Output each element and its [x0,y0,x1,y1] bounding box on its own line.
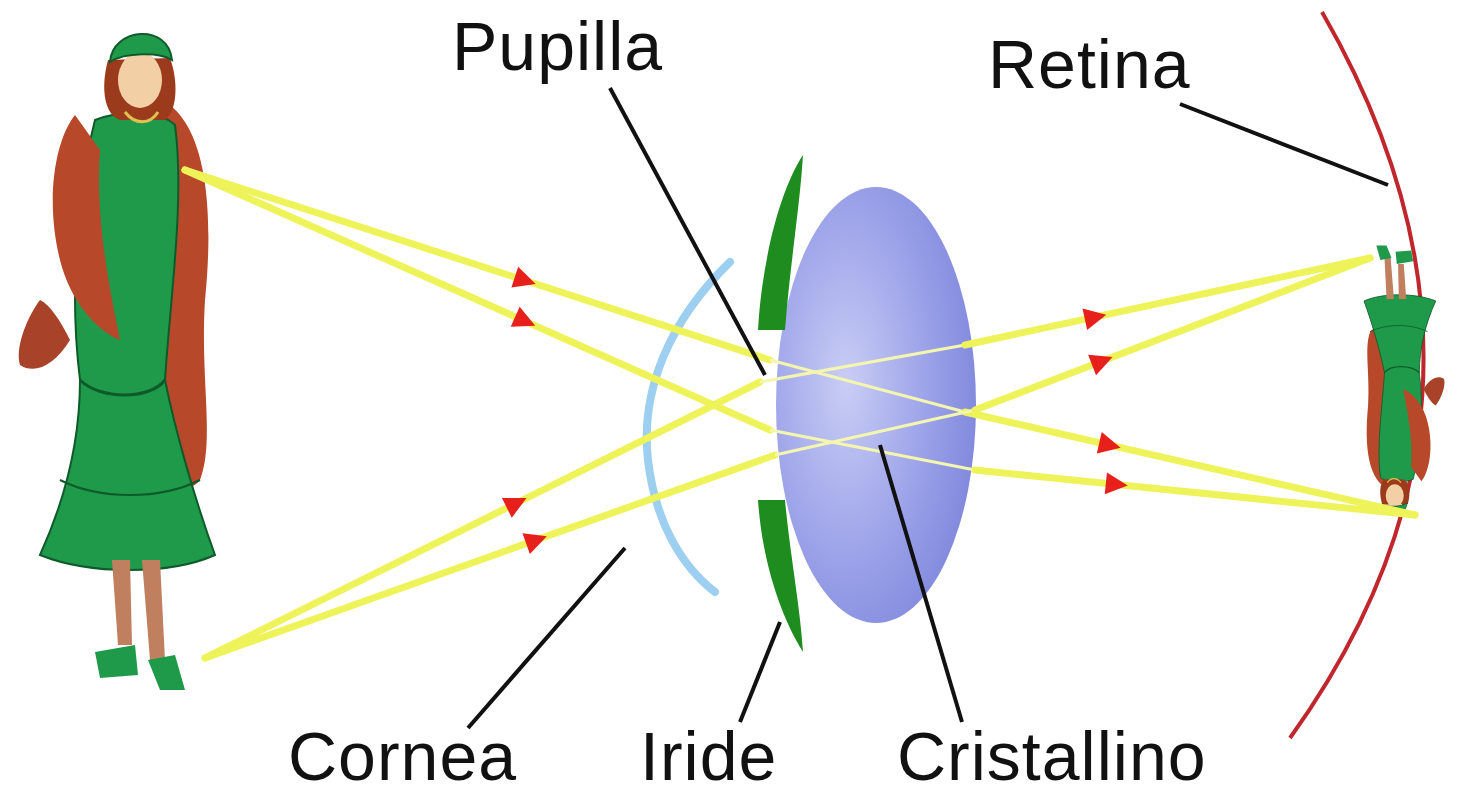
light-ray-inner [775,410,975,455]
leader-line [610,88,765,375]
leader-line [880,445,962,722]
light-ray-inner [760,345,965,382]
part-label: Pupilla [452,12,663,80]
ray-arrowhead [1097,432,1123,458]
leader-line [1180,104,1388,185]
ray-arrowhead [522,526,550,554]
ray-arrowhead [1088,347,1116,375]
part-label: Cornea [288,722,517,790]
ray-arrowhead [502,488,531,517]
light-ray [185,170,770,430]
lens-shape [776,187,976,623]
object-figure [19,34,215,690]
light-ray-inner [770,360,965,412]
part-label: Cristallino [897,722,1207,790]
light-ray [205,455,775,658]
iris-bottom [758,500,803,652]
light-ray [205,382,760,658]
light-ray [965,412,1415,515]
iris-top [758,155,803,330]
ray-arrowhead [1105,472,1129,496]
inverted-image [1364,246,1444,515]
part-label: Iride [640,722,777,790]
light-rays [185,170,1415,658]
light-ray [975,258,1370,410]
leader-line [740,622,780,722]
ray-arrowhead [511,267,539,295]
light-ray [185,170,770,360]
leader-lines [468,88,1388,728]
part-label: Retina [988,30,1191,98]
light-ray [975,470,1415,515]
light-ray [965,258,1370,345]
ray-arrowhead [511,307,540,336]
leader-line [468,548,625,728]
cornea-arc [647,262,730,592]
ray-arrowhead [1083,304,1109,330]
